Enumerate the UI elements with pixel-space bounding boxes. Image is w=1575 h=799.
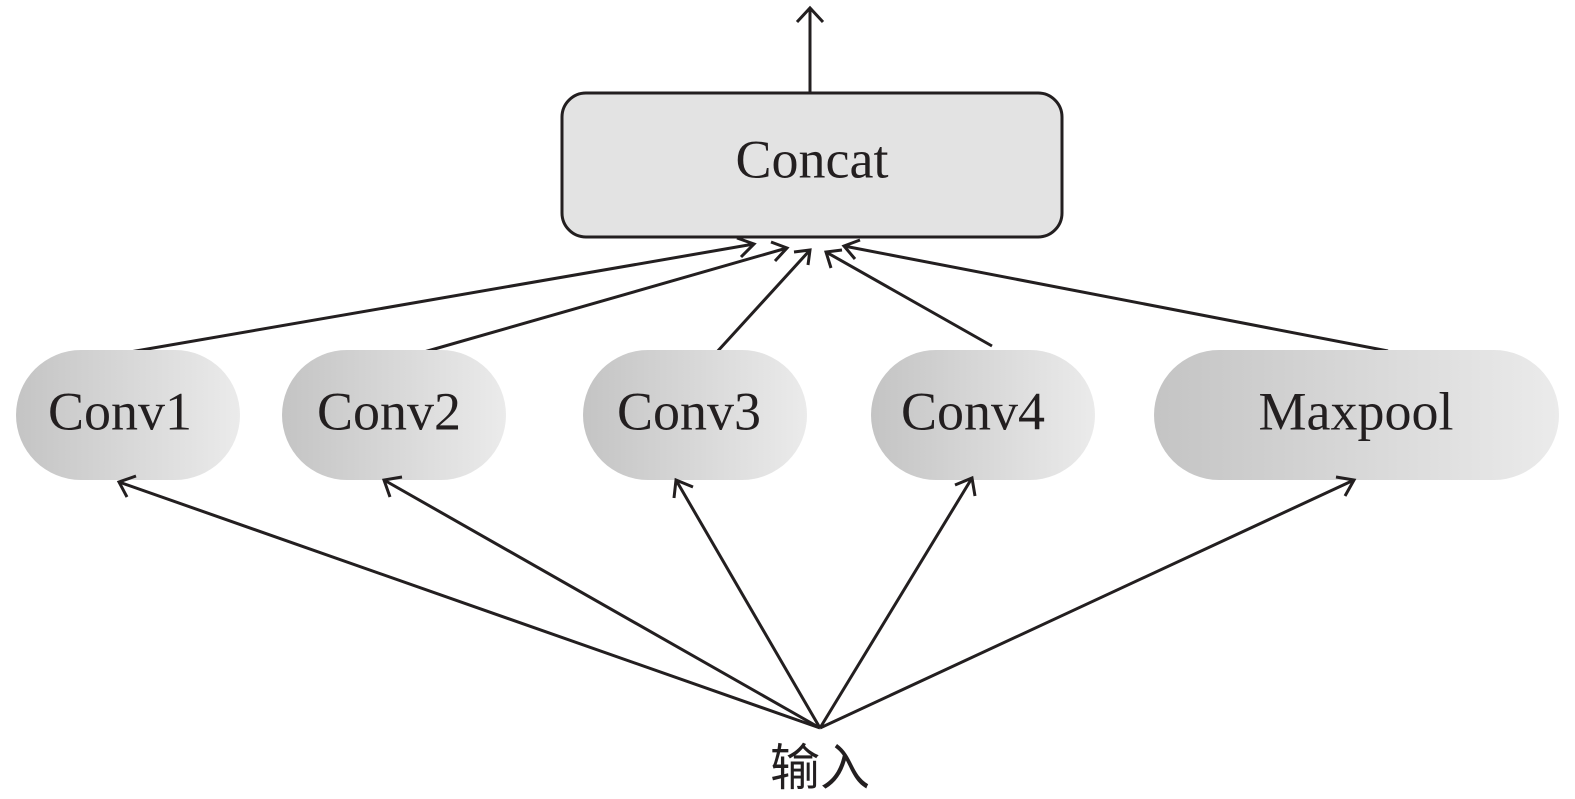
concat-node: Concat	[560, 91, 1064, 239]
input-to-branch-edges	[116, 474, 1357, 730]
branch-to-concat-edges	[129, 236, 1389, 356]
conv2-node: Conv2	[282, 350, 506, 480]
edge-input-to-maxpool	[819, 475, 1357, 730]
maxpool-node: Maxpool	[1154, 350, 1559, 480]
conv3-node: Conv3	[583, 350, 807, 480]
maxpool-label: Maxpool	[1259, 381, 1454, 441]
edge-input-to-conv3	[672, 477, 822, 729]
concat-label: Concat	[736, 129, 889, 189]
edge-input-to-conv1	[116, 474, 821, 730]
branch-nodes: Conv1 Conv2 Conv3 Conv4 Maxpool	[16, 350, 1559, 480]
conv4-node: Conv4	[871, 350, 1095, 480]
input-label: 输入	[770, 739, 870, 797]
edge-input-to-conv4	[818, 475, 977, 729]
conv1-label: Conv1	[48, 381, 192, 441]
edge-maxpool-to-concat	[841, 238, 1389, 353]
conv2-label: Conv2	[317, 381, 461, 441]
edge-conv1-to-concat	[129, 236, 757, 354]
edge-input-to-conv2	[381, 475, 821, 730]
output-arrow	[795, 5, 825, 92]
edge-conv3-to-concat	[714, 248, 812, 355]
conv3-label: Conv3	[617, 381, 761, 441]
conv4-label: Conv4	[901, 381, 1045, 441]
conv1-node: Conv1	[16, 350, 240, 480]
edge-conv2-to-concat	[416, 240, 790, 356]
edge-conv4-to-concat	[824, 248, 993, 348]
